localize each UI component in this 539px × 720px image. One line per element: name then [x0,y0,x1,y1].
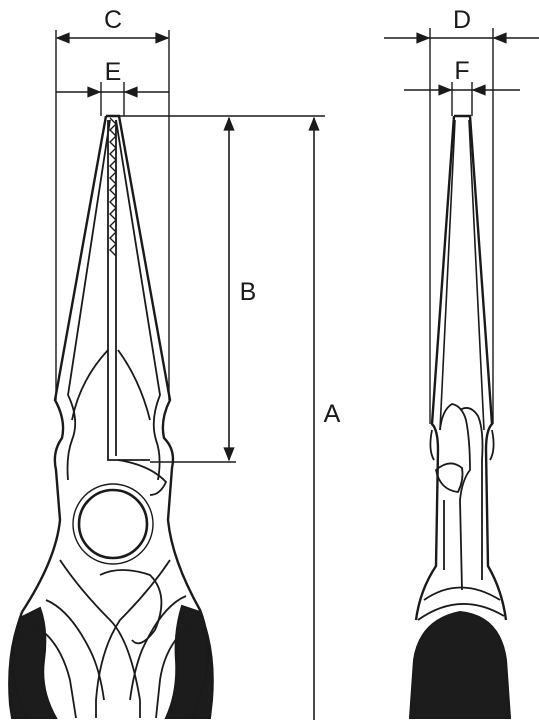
side-view-dimensions [384,28,539,424]
pliers-body-outline [11,114,209,719]
label-f: F [454,57,469,85]
jaw-serration [109,117,117,257]
front-view-dimensions [55,30,325,720]
front-view-pliers [8,114,214,719]
left-grip [8,606,58,719]
label-a: A [324,400,341,428]
label-e: E [105,58,122,86]
pivot-rivet [77,488,149,560]
right-grip [164,604,214,719]
label-b: B [240,278,257,306]
side-view-pliers [408,114,512,719]
side-body-outline [414,114,508,621]
label-d: D [453,6,471,34]
side-grip [408,610,512,719]
label-c: C [104,6,122,34]
